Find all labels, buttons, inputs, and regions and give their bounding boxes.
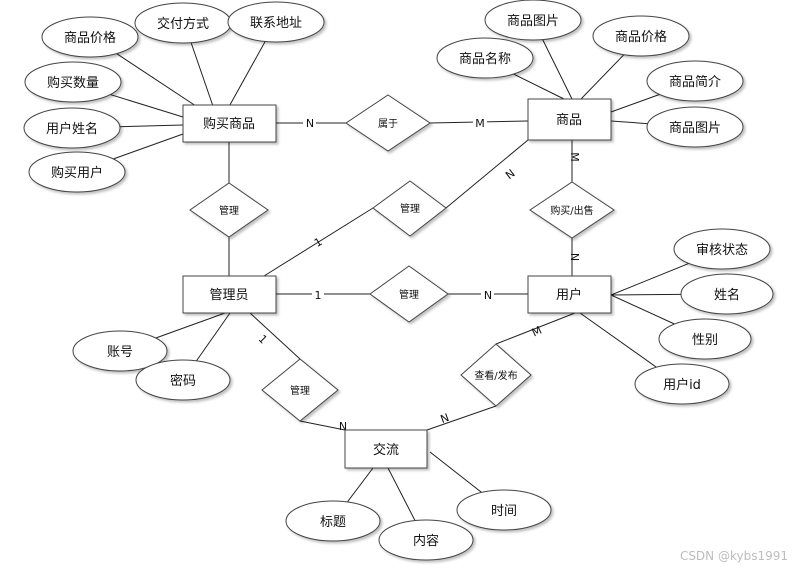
attribute-label: 商品价格	[64, 30, 116, 46]
relationship-manage-goods[interactable]: 管理	[372, 180, 447, 237]
relationship-label: 购买/出售	[550, 204, 593, 217]
relationship-label: 属于	[378, 118, 398, 130]
attribute-account[interactable]: 账号	[72, 330, 168, 372]
entity-user[interactable]: 用户	[527, 275, 612, 314]
attribute-label: 商品简介	[669, 74, 721, 90]
attribute-buyer[interactable]: 购买用户	[28, 151, 126, 193]
entity-goods[interactable]: 商品	[527, 98, 612, 141]
card-belongs-goods: M	[475, 117, 485, 130]
card-goods-admin-1: 1	[312, 235, 325, 250]
card-user-buy-n: N	[568, 253, 581, 261]
relationship-label: 管理	[400, 202, 420, 215]
attribute-contact-address[interactable]: 联系地址	[227, 1, 325, 43]
entity-purchase[interactable]: 购买商品	[182, 104, 277, 143]
relationship-label: 管理	[219, 204, 239, 217]
attribute-goods-price[interactable]: 商品价格	[592, 15, 690, 57]
attribute-label: 用户姓名	[46, 121, 98, 137]
attribute-purchase-quantity[interactable]: 购买数量	[24, 61, 122, 103]
attribute-label: 商品图片	[669, 121, 721, 136]
attribute-goods-image-top[interactable]: 商品图片	[484, 0, 582, 41]
attribute-label: 审核状态	[696, 243, 748, 258]
card-admin-user-1: 1	[315, 289, 322, 302]
attribute-label: 姓名	[714, 287, 740, 303]
relationship-manage-purchase[interactable]: 管理	[189, 182, 269, 238]
attribute-password[interactable]: 密码	[135, 359, 231, 401]
attribute-name[interactable]: 姓名	[680, 273, 774, 315]
attribute-goods-name[interactable]: 商品名称	[436, 37, 534, 79]
entity-admin[interactable]: 管理员	[182, 275, 277, 314]
attribute-label: 商品图片	[507, 14, 559, 29]
watermark-text: CSDN @kybs1991	[680, 549, 788, 563]
attribute-label: 密码	[170, 373, 196, 389]
attribute-goods-image-right[interactable]: 商品图片	[646, 106, 744, 148]
attribute-label: 内容	[413, 533, 439, 549]
relationship-view-publish[interactable]: 查看/发布	[460, 343, 532, 407]
entity-label: 用户	[556, 287, 582, 303]
entity-label: 交流	[373, 442, 399, 458]
attribute-label: 商品价格	[615, 29, 667, 45]
relationship-manage-exchange[interactable]: 管理	[261, 358, 339, 422]
entity-exchange[interactable]: 交流	[344, 429, 428, 469]
attribute-content[interactable]: 内容	[378, 519, 474, 561]
relationship-belongs-to[interactable]: 属于	[345, 94, 431, 152]
relationship-label: 查看/发布	[474, 369, 517, 382]
card-goods-buy-m: M	[568, 152, 581, 162]
attribute-label: 性别	[692, 333, 718, 348]
entity-label: 购买商品	[203, 116, 255, 132]
card-admin-exchange-n: N	[339, 420, 347, 433]
card-goods-admin-n: N	[503, 167, 517, 182]
attribute-label: 购买用户	[51, 165, 103, 181]
attribute-user-name[interactable]: 用户姓名	[23, 107, 121, 149]
attribute-label: 时间	[491, 504, 517, 519]
attribute-label: 购买数量	[47, 75, 99, 91]
attribute-label: 用户id	[663, 377, 701, 393]
attribute-gender[interactable]: 性别	[658, 318, 752, 360]
attribute-goods-intro[interactable]: 商品简介	[646, 60, 744, 102]
attribute-user-id[interactable]: 用户id	[634, 363, 730, 405]
card-exchange-user-n: N	[439, 411, 451, 426]
attribute-label: 交付方式	[157, 16, 209, 32]
attribute-title[interactable]: 标题	[285, 500, 381, 542]
entity-label: 管理员	[209, 288, 248, 303]
attribute-time[interactable]: 时间	[456, 489, 552, 531]
card-admin-exchange-1: 1	[256, 332, 270, 346]
relationship-buy-sell[interactable]: 购买/出售	[529, 181, 615, 239]
relationship-label: 管理	[290, 384, 310, 397]
attribute-review-status[interactable]: 审核状态	[673, 228, 771, 270]
attribute-label: 标题	[320, 515, 346, 530]
entity-label: 商品	[556, 113, 582, 128]
attribute-purchase-price[interactable]: 商品价格	[41, 16, 139, 58]
attribute-payment-method[interactable]: 交付方式	[134, 2, 232, 44]
attribute-label: 联系地址	[250, 16, 302, 31]
attribute-label: 账号	[107, 345, 133, 360]
card-admin-user-n: N	[484, 289, 492, 302]
attribute-label: 商品名称	[459, 51, 511, 67]
relationship-label: 管理	[399, 288, 419, 301]
card-belongs-purchase: N	[306, 117, 314, 130]
relationship-manage-user[interactable]: 管理	[369, 265, 449, 323]
